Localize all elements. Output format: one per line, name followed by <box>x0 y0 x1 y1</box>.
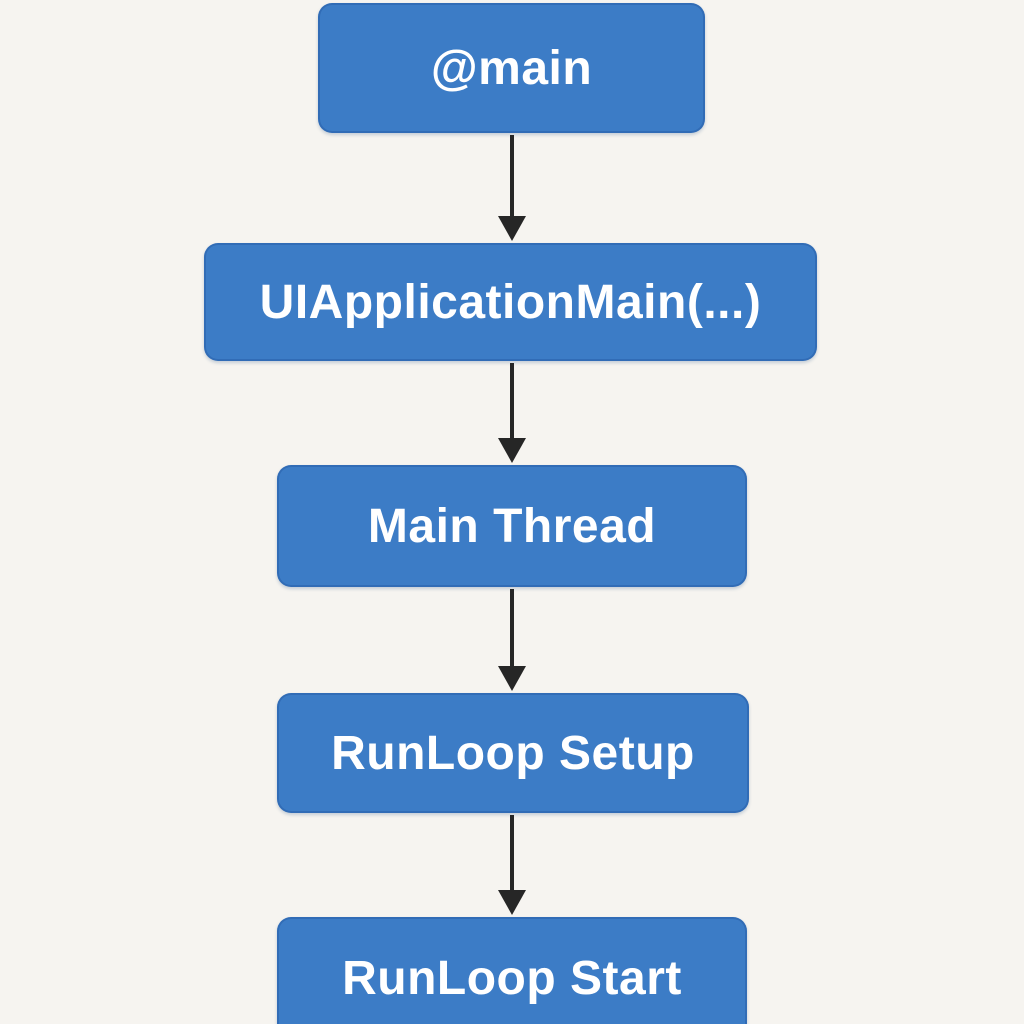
arrow-head <box>498 216 526 241</box>
flow-arrow-icon <box>498 135 526 241</box>
node-main: @main <box>318 3 705 133</box>
arrow-head <box>498 438 526 463</box>
arrow-head <box>498 666 526 691</box>
arrow-shaft <box>510 589 514 666</box>
node-runloop-setup: RunLoop Setup <box>277 693 749 813</box>
arrow-head <box>498 890 526 915</box>
node-main-thread: Main Thread <box>277 465 747 587</box>
arrow-shaft <box>510 135 514 216</box>
node-runloop-start: RunLoop Start <box>277 917 747 1024</box>
node-uiapplicationmain: UIApplicationMain(...) <box>204 243 817 361</box>
flow-arrow-icon <box>498 815 526 915</box>
flow-arrow-icon <box>498 589 526 691</box>
arrow-shaft <box>510 363 514 438</box>
flow-arrow-icon <box>498 363 526 463</box>
arrow-shaft <box>510 815 514 890</box>
